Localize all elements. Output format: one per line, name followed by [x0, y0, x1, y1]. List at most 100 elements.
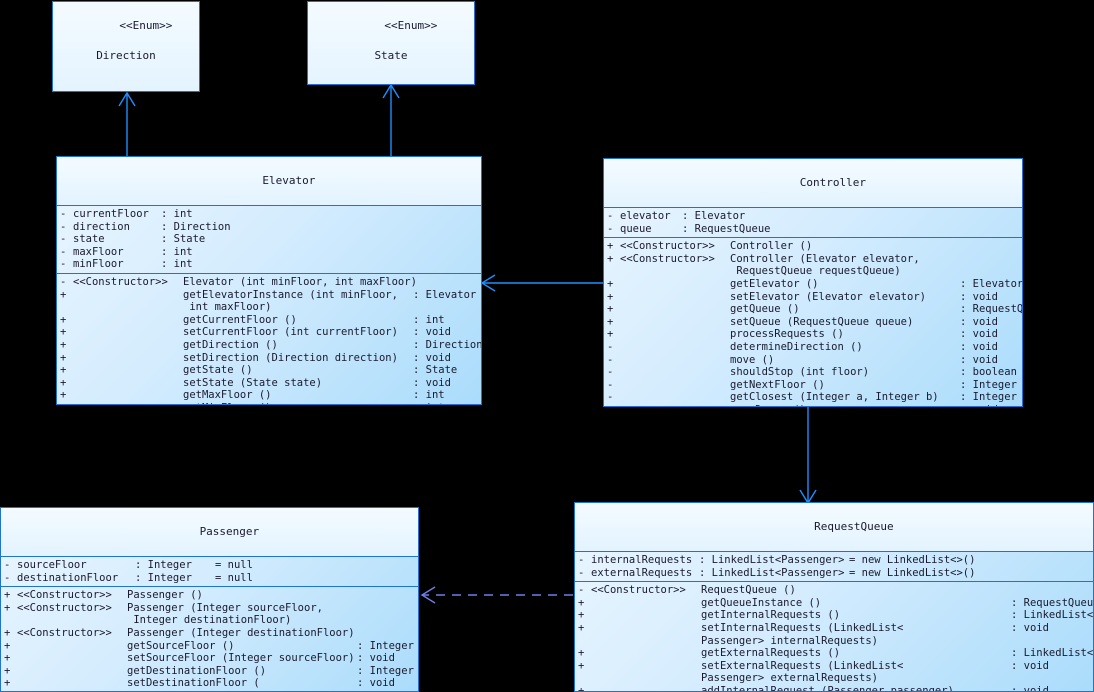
- operation-stereotype: [591, 597, 701, 610]
- attribute-row: -internalRequests: LinkedList<Passenger>…: [575, 554, 1093, 567]
- operation-return-type: : State: [413, 364, 458, 377]
- attribute-type: : int: [161, 245, 193, 258]
- operation-stereotype: [591, 685, 701, 691]
- class-stereotype-direction: <<Enum>>: [119, 19, 173, 32]
- operation-row: -determineDirection (): void: [604, 341, 1022, 354]
- attribute-row: -direction: Direction: [57, 221, 481, 234]
- line-requestqueue-to-passenger: [420, 586, 573, 604]
- operation-return-type: : int: [413, 313, 445, 326]
- operation-return-type: : int: [413, 389, 445, 402]
- operation-signature: setCurrentFloor (int currentFloor): [183, 326, 398, 339]
- visibility: +: [60, 389, 67, 402]
- attribute-name: sourceFloor: [17, 559, 87, 571]
- visibility: +: [60, 402, 73, 404]
- operation-row: +getMinFloor (): int: [57, 402, 481, 404]
- visibility: -: [607, 366, 614, 379]
- attribute-type: : RequestQueue: [682, 222, 771, 235]
- class-stereotype-state: <<Enum>>: [384, 19, 438, 32]
- class-box-state-enum[interactable]: <<Enum>> State + MOVING : EnumConstant +…: [307, 1, 475, 85]
- operation-signature: Passenger> externalRequests): [701, 672, 879, 685]
- operation-return-type: : Integer: [357, 639, 414, 652]
- visibility: +: [60, 364, 67, 377]
- operation-row: +getCurrentFloor (): int: [57, 314, 481, 327]
- visibility: [60, 301, 73, 314]
- class-name-controller: Controller: [799, 176, 866, 189]
- operation-row: Integer destinationFloor): [1, 690, 418, 691]
- operation-row: +<<Constructor>>Passenger (): [1, 589, 418, 602]
- operation-row: +getDirection (): Direction: [57, 339, 481, 352]
- class-box-controller[interactable]: Controller -elevator: Elevator-queue: Re…: [603, 158, 1023, 407]
- operation-return-type: : Integer: [960, 391, 1017, 404]
- operation-stereotype: [73, 377, 183, 390]
- operation-signature: shouldStop (int floor): [730, 366, 870, 379]
- operation-signature: getDestinationFloor (): [127, 664, 267, 677]
- visibility: +: [4, 677, 11, 690]
- operation-stereotype: [17, 665, 127, 678]
- visibility: -: [4, 559, 11, 571]
- operation-stereotype: [17, 640, 127, 653]
- visibility: -: [607, 222, 614, 235]
- attribute-type: : LinkedList<Passenger>: [699, 554, 845, 566]
- class-box-elevator[interactable]: Elevator -currentFloor: int-direction: D…: [56, 156, 482, 405]
- visibility: +: [60, 376, 67, 389]
- visibility: +: [60, 351, 67, 364]
- visibility: +: [4, 664, 11, 677]
- operation-row: -move (): void: [604, 354, 1022, 367]
- operation-row: +setDirection (Direction direction): voi…: [57, 352, 481, 365]
- operation-return-type: : Elevator: [960, 277, 1023, 290]
- operation-return-type: : Direction: [413, 338, 482, 351]
- operation-return-type: : void: [960, 315, 998, 328]
- operation-signature: getClosest (Integer a, Integer b): [730, 391, 939, 404]
- operation-row: int maxFloor): [57, 301, 481, 314]
- operation-stereotype: [591, 609, 701, 622]
- class-name-elevator: Elevator: [262, 174, 316, 187]
- visibility: -: [60, 258, 67, 271]
- operation-stereotype: [620, 354, 730, 367]
- visibility: +: [607, 277, 614, 290]
- operation-signature: Passenger> internalRequests): [701, 634, 879, 647]
- operation-return-type: : void: [413, 326, 451, 339]
- attribute-row: -sourceFloor : Integer = null: [1, 559, 418, 572]
- class-name-state: State: [374, 49, 408, 62]
- operation-return-type: : void: [1011, 659, 1049, 672]
- operation-return-type: : void: [960, 353, 998, 366]
- attribute-name: maxFloor: [73, 245, 124, 258]
- operation-stereotype: [620, 316, 730, 329]
- class-title-passenger: Passenger: [1, 508, 418, 557]
- ele-attrs: -currentFloor: int-direction: Direction-…: [57, 206, 481, 274]
- attribute-type: : Integer: [135, 559, 192, 571]
- operation-row: +getMaxFloor (): int: [57, 389, 481, 402]
- class-box-passenger[interactable]: Passenger -sourceFloor: Integer= null-de…: [0, 507, 419, 692]
- class-box-direction-enum[interactable]: <<Enum>> Direction + UP : EnumConstant +…: [52, 1, 200, 92]
- operation-signature: Controller (Elevator elevator,: [730, 252, 920, 265]
- operation-row: Passenger> internalRequests): [575, 635, 1093, 648]
- attribute-default: = null: [215, 571, 253, 584]
- attribute-type: : Integer: [135, 571, 192, 584]
- operation-signature: setInternalRequests (LinkedList<: [701, 621, 904, 634]
- operation-signature: Integer destinationFloor): [127, 614, 292, 627]
- operation-row: +processRequests (): void: [604, 328, 1022, 341]
- visibility: +: [4, 652, 11, 665]
- operation-signature: Passenger (Integer sourceFloor,: [127, 601, 323, 614]
- attribute-row: -queue: RequestQueue: [604, 223, 1022, 236]
- visibility: -: [60, 233, 67, 246]
- operation-signature: getDirection (): [183, 338, 278, 351]
- operation-return-type: : Elevator: [413, 288, 477, 301]
- attribute-row: -currentFloor: int: [57, 208, 481, 221]
- req-attrs: -internalRequests: LinkedList<Passenger>…: [575, 552, 1093, 583]
- attribute-name: state: [73, 233, 105, 246]
- operation-return-type: : int: [413, 402, 445, 404]
- class-box-requestqueue[interactable]: RequestQueue -internalRequests: LinkedLi…: [574, 502, 1094, 692]
- operation-stereotype: [73, 289, 183, 302]
- attribute-row: -state: State: [57, 233, 481, 246]
- visibility: -: [60, 220, 67, 233]
- attribute-default: = null: [215, 559, 253, 571]
- operation-stereotype: [620, 379, 730, 392]
- operation-signature: getSourceFloor (): [127, 639, 235, 652]
- visibility: +: [578, 596, 585, 609]
- visibility: -: [607, 391, 614, 404]
- operation-return-type: : void: [413, 376, 451, 389]
- operation-signature: getQueue (): [730, 303, 800, 316]
- visibility: +: [578, 684, 585, 692]
- operation-stereotype: <<Constructor>>: [620, 240, 715, 253]
